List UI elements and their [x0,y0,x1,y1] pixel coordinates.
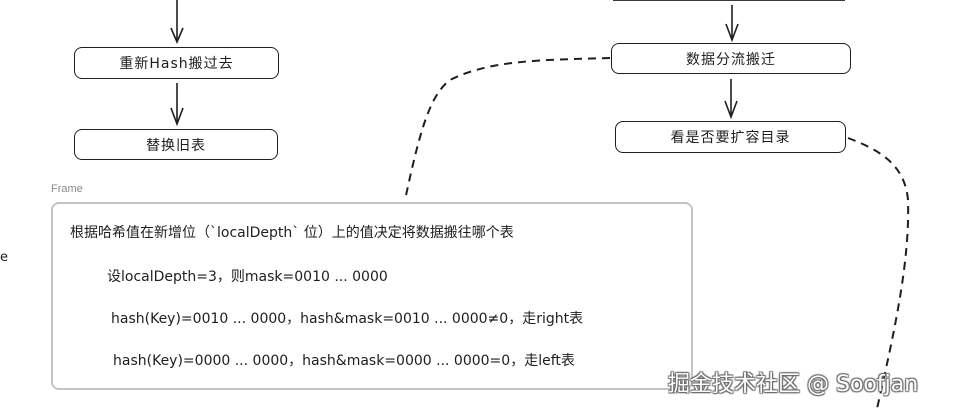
frame-line-left-table: hash(Key)=0000 ... 0000，hash&mask=0000 .… [113,353,575,369]
node-data-split-migrate-label: 数据分流搬迁 [686,51,776,68]
arrow-into-split-head [725,23,739,43]
node-data-split-migrate[interactable]: 数据分流搬迁 [611,43,851,74]
arrow-split-to-check-head [724,100,738,120]
dashed-connector-check-downward [847,137,910,413]
node-replace-old-table-label: 替换旧表 [146,137,206,154]
frame-line-heading: 根据哈希值在新增位（`localDepth` 位）上的值决定将数据搬往哪个表 [70,225,514,241]
node-check-expand-directory-label: 看是否要扩容目录 [670,130,791,146]
node-rehash-label: 重新Hash搬过去 [119,56,234,72]
dashed-connector-split-to-frame [404,57,611,201]
node-rehash[interactable]: 重新Hash搬过去 [74,47,279,79]
watermark: 掘金技术社区 @ Soofjan [668,372,919,397]
offscreen-text-fragment: e [0,250,8,265]
frame[interactable] [51,202,693,390]
node-replace-old-table[interactable]: 替换旧表 [74,129,278,160]
node-check-expand-directory[interactable]: 看是否要扩容目录 [615,121,846,153]
frame-line-right-table: hash(Key)=0010 ... 0000，hash&mask=0010 .… [111,311,584,327]
arrow-rehash-to-replace-head [170,107,184,127]
frame-line-mask: 设localDepth=3，则mask=0010 ... 0000 [107,269,388,285]
frame-label[interactable]: Frame [51,183,83,195]
arrow-into-rehash-head [170,27,184,45]
